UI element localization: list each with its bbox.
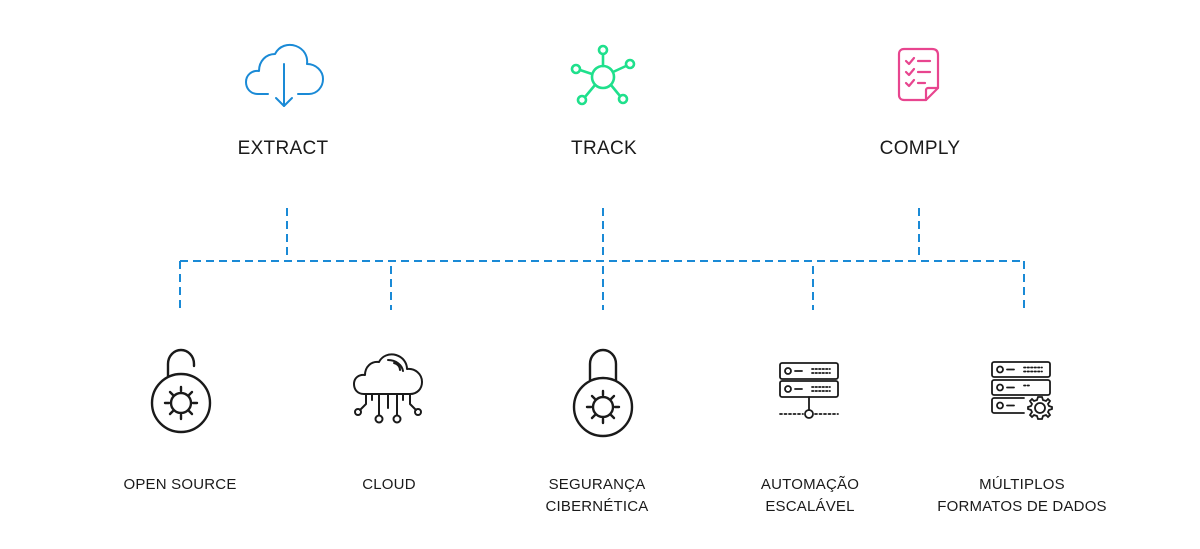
seguranca-label: SEGURANÇA CIBERNÉTICA [487, 474, 707, 518]
cloud-circuit-icon [353, 353, 423, 424]
seguranca-label-line-2: CIBERNÉTICA [545, 498, 649, 515]
multiplos-label-line-2: FORMATOS DE DADOS [937, 498, 1107, 515]
open-source-label: OPEN SOURCE [70, 474, 290, 496]
open-padlock-icon [150, 348, 212, 434]
multiplos-label: MÚLTIPLOS FORMATOS DE DADOS [912, 474, 1132, 518]
seguranca-label-line-1: SEGURANÇA [548, 476, 646, 493]
extract-label: EXTRACT [237, 138, 329, 159]
multiplos-label-line-1: MÚLTIPLOS [979, 476, 1065, 493]
padlock-icon [572, 348, 634, 438]
server-settings-icon [991, 361, 1053, 420]
cloud-label-line-1: CLOUD [362, 476, 416, 493]
automacao-label: AUTOMAÇÃO ESCALÁVEL [700, 474, 920, 518]
automacao-label-line-2: ESCALÁVEL [765, 498, 855, 515]
automacao-label-line-1: AUTOMAÇÃO [760, 476, 860, 493]
cloud-label: CLOUD [279, 474, 499, 496]
server-network-icon [779, 362, 839, 419]
cloud-download-icon [245, 43, 324, 107]
open-source-label-line-1: OPEN SOURCE [123, 476, 237, 493]
checklist-icon [897, 47, 940, 102]
track-label: TRACK [571, 138, 637, 159]
network-hub-icon [570, 44, 636, 106]
comply-label: COMPLY [879, 138, 961, 159]
